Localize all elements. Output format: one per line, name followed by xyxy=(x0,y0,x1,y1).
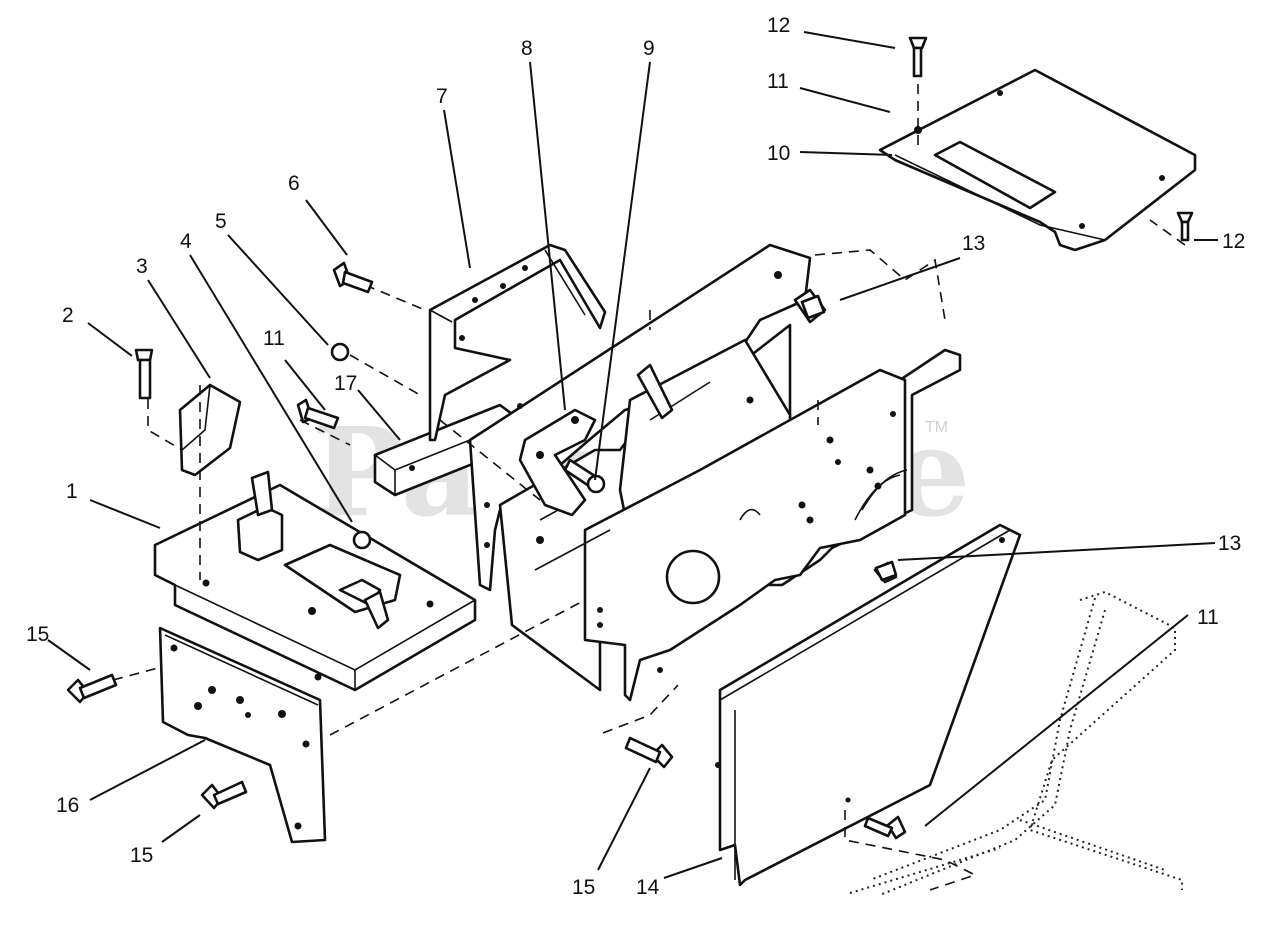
callout-6: 6 xyxy=(288,172,300,195)
callout-13-top: 13 xyxy=(962,232,985,255)
leader-lines xyxy=(47,31,1218,879)
callout-15-center: 15 xyxy=(572,876,595,899)
callout-12-right: 12 xyxy=(1222,230,1245,253)
callout-15-left: 15 xyxy=(26,623,49,646)
callout-9: 9 xyxy=(643,37,655,60)
part-14-side-panel xyxy=(715,523,1022,887)
callout-14: 14 xyxy=(636,876,660,899)
watermark-trademark: TM xyxy=(925,419,948,436)
part-10-cover-plate xyxy=(878,68,1197,252)
callout-8: 8 xyxy=(521,37,533,60)
callout-5: 5 xyxy=(215,210,227,233)
callout-12-top: 12 xyxy=(767,14,790,37)
callouts: 1 2 3 4 5 6 7 8 9 10 11 11 11 12 12 13 1… xyxy=(26,14,1245,899)
callout-2: 2 xyxy=(62,304,74,327)
callout-1: 1 xyxy=(66,480,78,503)
callout-17: 17 xyxy=(334,372,357,395)
callout-15-bottom: 15 xyxy=(130,844,153,867)
callout-10: 10 xyxy=(767,142,790,165)
part-8-link xyxy=(518,408,597,517)
part-3-small-bracket xyxy=(178,383,242,477)
callout-13-right: 13 xyxy=(1218,532,1241,555)
frame-outline xyxy=(849,590,1183,896)
callout-11-left: 11 xyxy=(263,327,285,350)
callout-7: 7 xyxy=(436,85,448,108)
part-1-bracket xyxy=(153,470,477,692)
callout-4: 4 xyxy=(180,230,192,253)
part-7-console-bracket xyxy=(428,243,607,442)
hardware xyxy=(66,36,1194,840)
callout-3: 3 xyxy=(136,255,148,278)
part-16-mount-plate xyxy=(158,626,327,844)
callout-11-cover: 11 xyxy=(767,70,789,93)
main-chassis xyxy=(468,243,962,702)
callout-11-right: 11 xyxy=(1197,606,1219,629)
assembly-lines xyxy=(112,50,1186,891)
callout-16: 16 xyxy=(56,794,79,817)
